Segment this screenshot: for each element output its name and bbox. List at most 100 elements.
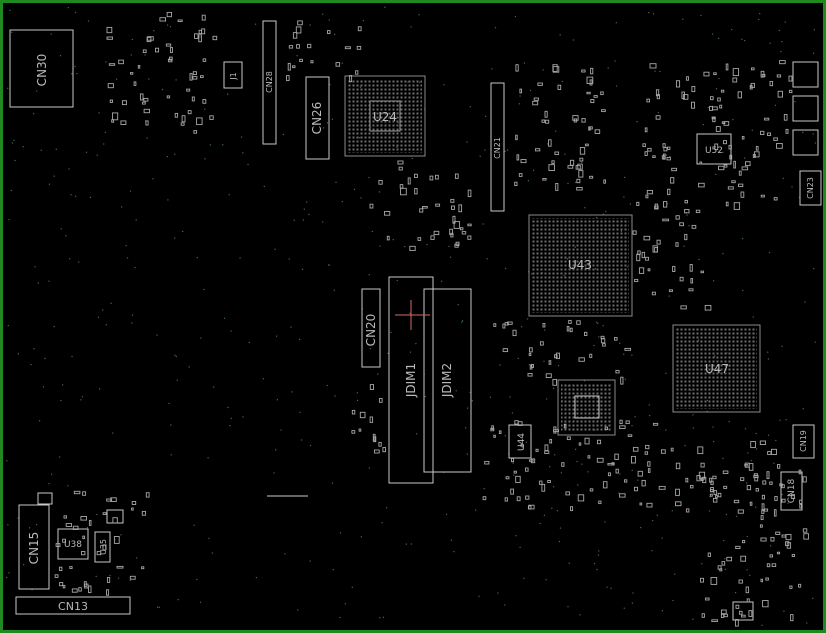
passive-pad bbox=[530, 364, 534, 368]
via-dot bbox=[598, 336, 600, 338]
via-dot bbox=[51, 473, 53, 475]
passive-pad bbox=[327, 30, 331, 34]
via-dot bbox=[773, 462, 775, 464]
via-dot bbox=[169, 26, 172, 28]
passive-pad bbox=[544, 450, 550, 454]
via-dot bbox=[301, 268, 304, 270]
passive-pad bbox=[723, 140, 727, 145]
passive-pad bbox=[88, 585, 92, 594]
passive-pad bbox=[578, 170, 584, 178]
component-outlines bbox=[9, 20, 822, 621]
passive-pad bbox=[421, 206, 428, 209]
passive-pad bbox=[652, 155, 656, 158]
passive-pad bbox=[515, 475, 521, 483]
passive-pad bbox=[735, 604, 740, 609]
passive-pad bbox=[81, 551, 86, 556]
passive-pad bbox=[493, 434, 496, 438]
via-dot bbox=[806, 622, 808, 624]
via-dot bbox=[368, 274, 370, 276]
via-dot bbox=[479, 155, 481, 157]
passive-pad bbox=[545, 119, 550, 124]
label-cn28: CN28 bbox=[265, 71, 274, 93]
passive-pad bbox=[121, 100, 127, 106]
via-dot bbox=[471, 400, 473, 402]
label-u35: U35 bbox=[99, 539, 108, 555]
passive-pad bbox=[600, 338, 606, 344]
via-dot bbox=[196, 578, 198, 581]
via-dot bbox=[280, 429, 282, 431]
passive-pad bbox=[296, 44, 300, 49]
passive-pad bbox=[557, 84, 562, 90]
passive-pad bbox=[607, 472, 612, 477]
via-dot bbox=[683, 245, 685, 247]
passive-pad bbox=[384, 211, 391, 216]
passive-pad bbox=[670, 177, 675, 184]
jdim2-outline bbox=[423, 288, 472, 473]
passive-pad bbox=[721, 561, 726, 566]
label-u43: U43 bbox=[568, 258, 592, 272]
via-dot bbox=[144, 54, 146, 56]
passive-pad bbox=[722, 470, 729, 474]
label-u38: U38 bbox=[64, 540, 82, 550]
passive-pad bbox=[378, 179, 383, 185]
via-dot bbox=[109, 574, 111, 577]
via-dot bbox=[597, 554, 600, 556]
via-dot bbox=[334, 395, 336, 397]
small-box-1 bbox=[106, 509, 124, 524]
via-dot bbox=[665, 372, 667, 374]
passive-pad bbox=[106, 26, 113, 34]
passive-pad bbox=[651, 291, 656, 296]
passive-pad bbox=[520, 444, 524, 447]
passive-pad bbox=[555, 352, 560, 360]
passive-pad bbox=[636, 201, 640, 206]
via-dot bbox=[204, 108, 206, 110]
via-dot bbox=[519, 546, 521, 548]
passive-pad bbox=[80, 516, 87, 521]
passive-pad bbox=[738, 579, 743, 584]
passive-pad bbox=[776, 74, 782, 78]
via-dot bbox=[213, 386, 215, 388]
via-dot bbox=[416, 433, 418, 435]
passive-pad bbox=[601, 109, 606, 113]
passive-pad bbox=[663, 146, 668, 152]
via-dot bbox=[559, 527, 561, 529]
via-dot bbox=[411, 157, 413, 159]
via-dot bbox=[6, 460, 8, 462]
via-dot bbox=[339, 616, 341, 619]
via-dot bbox=[489, 396, 491, 398]
via-dot bbox=[759, 13, 761, 15]
passive-pad bbox=[544, 110, 548, 118]
via-dot bbox=[672, 599, 674, 602]
passive-pad bbox=[742, 540, 746, 544]
passive-pad bbox=[541, 119, 546, 123]
passive-pad bbox=[679, 276, 684, 282]
via-dot bbox=[715, 173, 717, 175]
passive-pad bbox=[177, 19, 183, 23]
passive-pad bbox=[297, 20, 303, 26]
passive-pad bbox=[200, 75, 204, 78]
passive-pad bbox=[802, 528, 808, 533]
passive-pad bbox=[292, 65, 296, 69]
passive-pad bbox=[299, 58, 303, 62]
passive-pad bbox=[737, 509, 744, 514]
passive-pad bbox=[192, 71, 197, 76]
via-dot bbox=[769, 42, 771, 44]
via-dot bbox=[497, 592, 499, 594]
via-dot bbox=[746, 482, 748, 484]
via-dot bbox=[741, 38, 743, 40]
passive-pad bbox=[186, 88, 191, 92]
via-dot bbox=[615, 85, 618, 87]
passive-pad bbox=[141, 510, 147, 516]
passive-pad bbox=[198, 34, 202, 43]
via-dot bbox=[615, 22, 617, 24]
via-dot bbox=[48, 483, 50, 485]
passive-pad bbox=[637, 470, 643, 477]
passive-pad bbox=[690, 278, 693, 284]
via-dot bbox=[78, 261, 80, 263]
via-dot bbox=[300, 439, 303, 441]
via-dot bbox=[767, 434, 770, 436]
via-dot bbox=[161, 88, 164, 91]
passive-pad bbox=[584, 331, 588, 336]
via-dot bbox=[813, 52, 815, 54]
via-dot bbox=[303, 208, 305, 210]
